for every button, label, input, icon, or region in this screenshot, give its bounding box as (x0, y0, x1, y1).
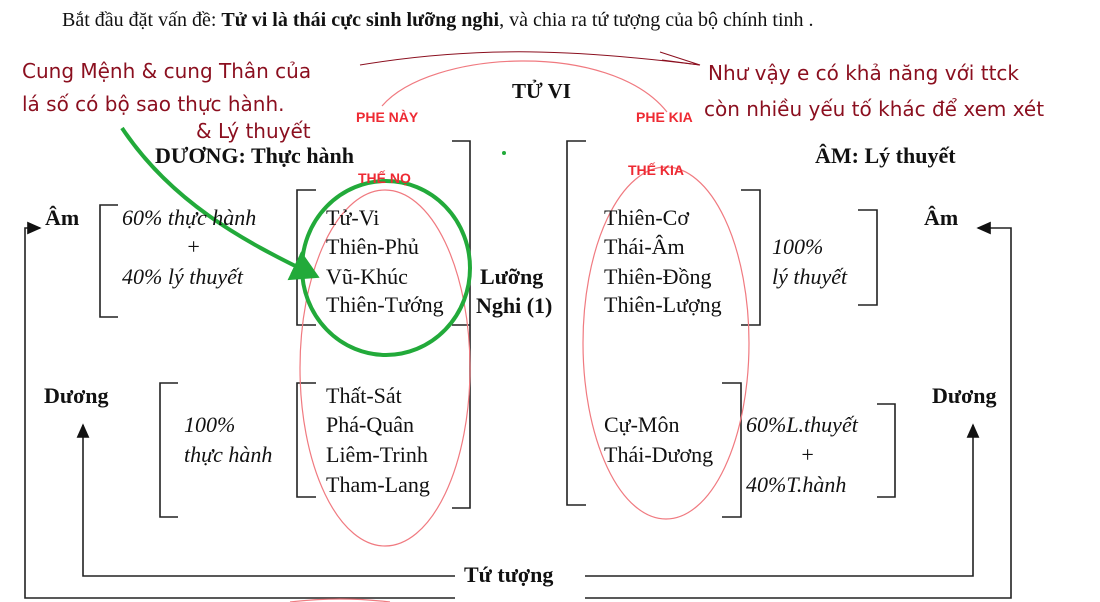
annotation-left-2: lá số có bộ sao thực hành. (22, 92, 285, 116)
left-am-ratio-1: 60% thực hành (122, 205, 257, 230)
label-the-no: THẾ NỌ (358, 170, 411, 186)
left-duong-label: Dương (44, 383, 109, 408)
star-cu-mon: Cự-Môn (604, 412, 680, 437)
bracket-left-duong-ratio (159, 382, 178, 518)
annotation-right-2: còn nhiều yếu tố khác để xem xét (704, 97, 1045, 121)
heading-duong-rest: : Thực hành (238, 143, 355, 168)
connector-annotation (359, 51, 701, 66)
star-tu-vi: Tử-Vi (326, 205, 380, 230)
luong-nghi-2: Nghi (1) (476, 293, 553, 318)
heading-am: ÂM: Lý thuyết (815, 143, 956, 168)
label-the-kia: THẾ KIA (628, 162, 684, 178)
label-phe-nay: PHE NÀY (356, 109, 419, 125)
star-pha-quan: Phá-Quân (326, 412, 414, 437)
arrow-inner-left (76, 423, 455, 577)
right-duong-ratio-1: 60%L.thuyết (746, 412, 858, 437)
heading-duong-bold: DƯƠNG (155, 143, 239, 168)
arrow-outer-left (24, 221, 455, 599)
heading-duong: DƯƠNG: Thực hành (155, 145, 354, 167)
left-am-ratio-2: + (186, 234, 201, 259)
intro-text: Bắt đầu đặt vấn đề: Tử vi là thái cực si… (62, 10, 814, 30)
right-am-ratio-2: lý thuyết (772, 264, 848, 289)
bracket-left-am-ratio (99, 204, 118, 318)
tu-tuong-label: Tứ tượng (464, 562, 554, 587)
star-vu-khuc: Vũ-Khúc (326, 264, 408, 289)
left-am-ratio-3: 40% lý thuyết (122, 264, 243, 289)
star-thai-am: Thái-Âm (604, 234, 685, 259)
arrow-outer-right (585, 221, 1012, 599)
left-duong-ratio-2: thực hành (184, 442, 273, 467)
ellipse-the-kia (582, 166, 750, 520)
intro-bold: Tử vi là thái cực sinh lưỡng nghi (221, 9, 500, 31)
ellipse-the-no (299, 189, 471, 547)
intro-prefix: Bắt đầu đặt vấn đề: (62, 9, 222, 31)
bracket-right-duong-stars (722, 382, 742, 518)
star-thien-tuong: Thiên-Tướng (326, 292, 444, 317)
green-dot (502, 151, 506, 155)
star-liem-trinh: Liêm-Trinh (326, 442, 428, 467)
bracket-right-am-stars (741, 189, 761, 326)
star-that-sat: Thất-Sát (326, 383, 402, 408)
star-thien-co: Thiên-Cơ (604, 205, 689, 230)
star-thien-luong: Thiên-Lượng (604, 292, 722, 317)
annotation-right-1: Như vậy e có khả năng với ttck (708, 61, 1019, 85)
bracket-center-right (566, 140, 586, 506)
right-am-label: Âm (924, 205, 959, 230)
annotation-left-1: Cung Mệnh & cung Thân của (22, 59, 312, 83)
left-am-label: Âm (45, 205, 80, 230)
star-thien-dong: Thiên-Đồng (604, 264, 712, 289)
arc-top (381, 60, 668, 113)
label-phe-kia: PHE KIA (636, 109, 693, 125)
right-am-ratio-1: 100% (772, 234, 824, 259)
bracket-right-duong-ratio (877, 403, 896, 498)
bracket-right-am-ratio (858, 209, 878, 306)
intro-suffix: , và chia ra tứ tượng của bộ chính tinh … (499, 9, 814, 31)
bracket-left-duong-stars (296, 382, 316, 498)
title-tu-vi: TỬ VI (512, 79, 571, 103)
star-tham-lang: Tham-Lang (326, 472, 430, 497)
left-duong-ratio-1: 100% (184, 412, 236, 437)
luong-nghi-1: Lưỡng (480, 264, 544, 289)
annotation-left-3: & Lý thuyết (196, 119, 311, 143)
right-duong-ratio-3: 40%T.hành (746, 472, 847, 497)
bracket-left-am-stars (296, 189, 316, 326)
green-arrow (120, 126, 320, 281)
right-duong-label: Dương (932, 383, 997, 408)
right-duong-ratio-2: + (800, 442, 815, 467)
star-thai-duong: Thái-Dương (604, 442, 714, 467)
arc-bottom (289, 598, 391, 602)
arrow-inner-right (585, 423, 980, 577)
star-thien-phu: Thiên-Phủ (326, 234, 419, 259)
